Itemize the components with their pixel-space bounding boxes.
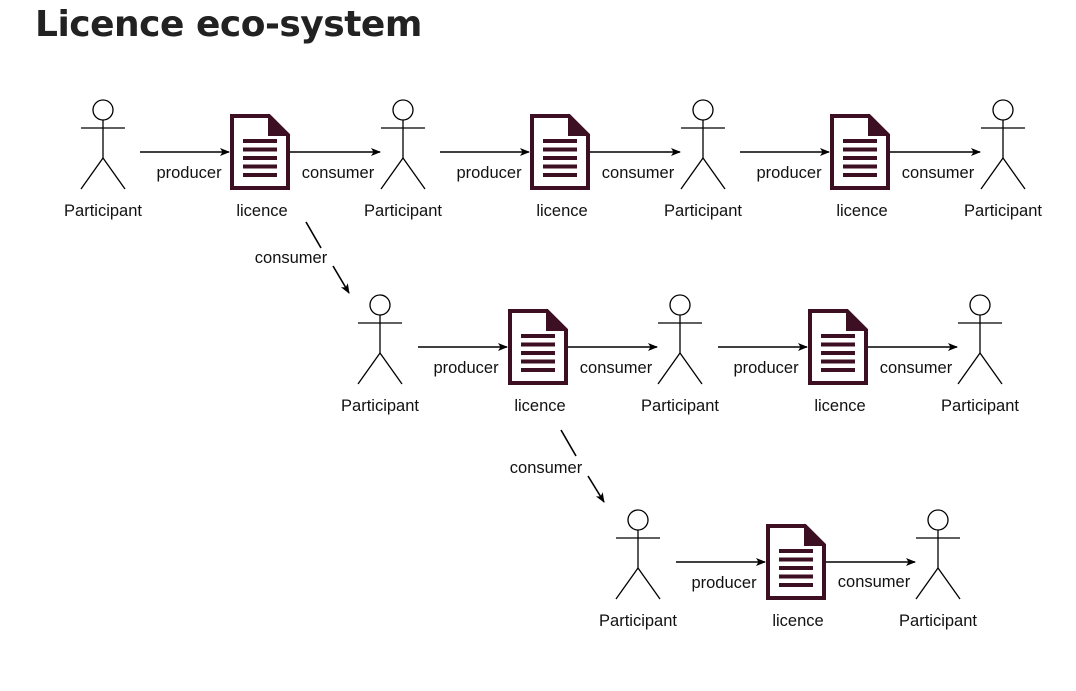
licence-document: licence (830, 113, 891, 220)
licence-document: licence (530, 113, 591, 220)
participant-label: Participant (599, 612, 677, 630)
stick-figure-icon (357, 294, 403, 385)
producer-label: producer (756, 164, 822, 182)
participant-label: Participant (641, 397, 719, 415)
consumer-label: consumer (838, 573, 911, 591)
licence-label: licence (814, 397, 865, 415)
consumer-label: consumer (510, 459, 583, 477)
document-icon (530, 113, 591, 190)
participant-label: Participant (64, 202, 142, 220)
stick-figure-icon (957, 294, 1003, 385)
document-icon (808, 308, 869, 385)
consumer-label: consumer (302, 164, 375, 182)
participant-label: Participant (941, 397, 1019, 415)
consumer-label: consumer (880, 359, 953, 377)
document-icon (508, 308, 569, 385)
participant-figure: Participant (599, 509, 677, 630)
participant-label: Participant (664, 202, 742, 220)
producer-label: producer (456, 164, 522, 182)
stick-figure-icon (915, 509, 961, 600)
licence-label: licence (836, 202, 887, 220)
stick-figure-icon (615, 509, 661, 600)
participant-figure: Participant (64, 99, 142, 220)
licence-document: licence (808, 308, 869, 415)
licence-label: licence (514, 397, 565, 415)
document-icon (830, 113, 891, 190)
stick-figure-icon (380, 99, 426, 190)
consumer-label: consumer (602, 164, 675, 182)
participant-label: Participant (899, 612, 977, 630)
stick-figure-icon (657, 294, 703, 385)
participant-label: Participant (964, 202, 1042, 220)
stick-figure-icon (680, 99, 726, 190)
document-icon (230, 113, 291, 190)
document-icon (766, 523, 827, 600)
participant-label: Participant (364, 202, 442, 220)
consumer-arrow (560, 429, 577, 457)
licence-label: licence (536, 202, 587, 220)
licence-label: licence (772, 612, 823, 630)
consumer-label: consumer (902, 164, 975, 182)
consumer-arrow (587, 475, 605, 503)
participant-figure: Participant (899, 509, 977, 630)
licence-document: licence (230, 113, 291, 220)
consumer-arrow (332, 265, 350, 294)
licence-document: licence (508, 308, 569, 415)
consumer-label: consumer (580, 359, 653, 377)
licence-document: licence (766, 523, 827, 630)
stick-figure-icon (80, 99, 126, 190)
consumer-arrow (305, 221, 322, 249)
producer-label: producer (733, 359, 799, 377)
stick-figure-icon (980, 99, 1026, 190)
licence-label: licence (236, 202, 287, 220)
page-title: Licence eco-system (35, 4, 422, 45)
participant-figure: Participant (641, 294, 719, 415)
participant-figure: Participant (341, 294, 419, 415)
participant-figure: Participant (941, 294, 1019, 415)
producer-label: producer (156, 164, 222, 182)
consumer-label: consumer (255, 249, 328, 267)
participant-figure: Participant (664, 99, 742, 220)
producer-label: producer (691, 574, 757, 592)
participant-figure: Participant (364, 99, 442, 220)
participant-label: Participant (341, 397, 419, 415)
participant-figure: Participant (964, 99, 1042, 220)
producer-label: producer (433, 359, 499, 377)
